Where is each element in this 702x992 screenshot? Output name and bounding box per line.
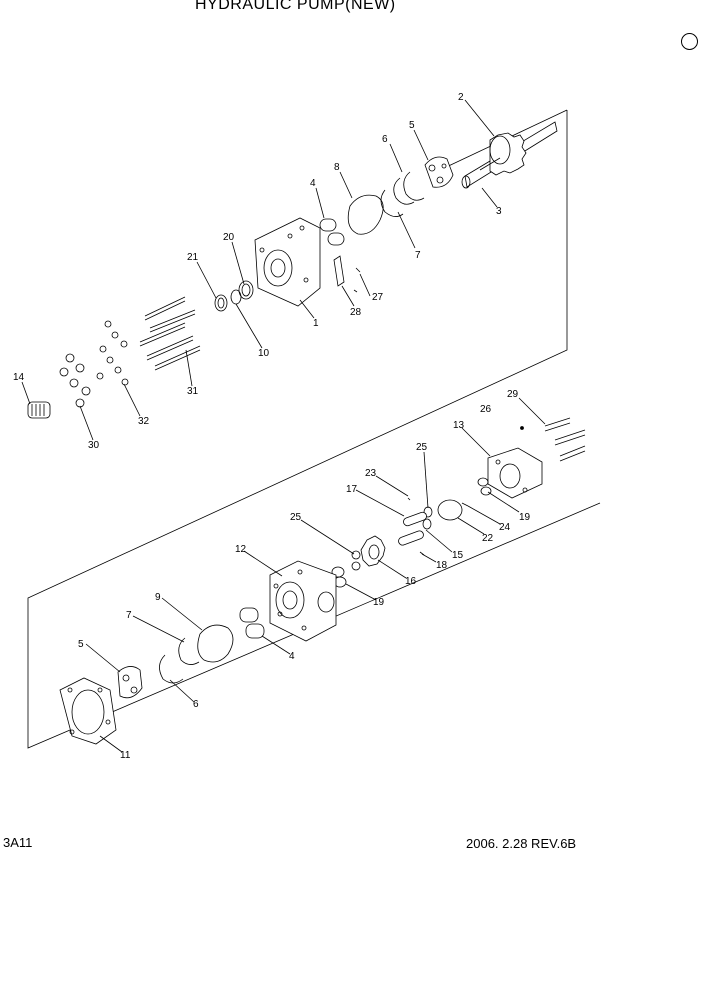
mounting-flange bbox=[59, 677, 117, 745]
driven-shafts bbox=[398, 497, 427, 556]
callout-4: 4 bbox=[310, 178, 316, 189]
seals-upper bbox=[380, 171, 425, 217]
callout-9: 9 bbox=[155, 592, 161, 603]
callout-7b: 7 bbox=[126, 610, 132, 621]
callout-23: 23 bbox=[365, 468, 377, 479]
callout-25b: 25 bbox=[290, 512, 302, 523]
callout-30: 30 bbox=[88, 440, 100, 451]
gasket-upper bbox=[347, 194, 384, 235]
wear-plate-lower bbox=[117, 666, 143, 699]
callout-15: 15 bbox=[452, 550, 464, 561]
callout-11: 11 bbox=[120, 750, 131, 761]
callout-28: 28 bbox=[350, 307, 362, 318]
needle-bearing bbox=[27, 401, 51, 419]
callout-32: 32 bbox=[138, 416, 150, 427]
gear-16 bbox=[360, 535, 386, 567]
callout-17: 17 bbox=[346, 484, 358, 495]
o-rings-25 bbox=[351, 506, 433, 571]
callout-7: 7 bbox=[415, 250, 421, 261]
callout-29: 29 bbox=[507, 389, 519, 400]
callout-14: 14 bbox=[13, 372, 25, 383]
frame-outline bbox=[27, 109, 601, 749]
callout-4b: 4 bbox=[289, 651, 295, 662]
cover-bolts bbox=[520, 417, 586, 462]
callout-13: 13 bbox=[453, 420, 465, 431]
leader-lines bbox=[21, 99, 546, 753]
callout-12: 12 bbox=[235, 544, 247, 555]
small-parts-lower-right bbox=[437, 477, 492, 521]
callout-labels: 2 3 5 6 4 8 7 20 21 1 27 28 10 31 14 32 … bbox=[13, 92, 531, 761]
callout-5: 5 bbox=[409, 120, 415, 131]
callout-1: 1 bbox=[313, 318, 319, 329]
callout-16: 16 bbox=[405, 576, 417, 587]
through-bolts bbox=[139, 296, 201, 371]
pump-body-upper bbox=[254, 217, 321, 307]
callout-19a: 19 bbox=[519, 512, 531, 523]
callout-20: 20 bbox=[223, 232, 235, 243]
callout-8: 8 bbox=[334, 162, 340, 173]
callout-24: 24 bbox=[499, 522, 511, 533]
seal-rings-upper bbox=[214, 280, 254, 312]
callout-3: 3 bbox=[496, 206, 502, 217]
callout-6: 6 bbox=[382, 134, 388, 145]
pump-body-lower bbox=[269, 560, 337, 642]
circle-mark bbox=[681, 33, 698, 50]
callout-21: 21 bbox=[187, 252, 199, 263]
callout-6b: 6 bbox=[193, 699, 199, 710]
wear-plate-upper bbox=[424, 156, 454, 188]
spacer-plate-28 bbox=[333, 255, 361, 293]
nuts-washers bbox=[59, 320, 129, 408]
callout-27: 27 bbox=[372, 292, 384, 303]
bushings-lower-4 bbox=[239, 607, 265, 639]
callout-19b: 19 bbox=[373, 597, 385, 608]
seals-lower bbox=[159, 637, 200, 684]
callout-2: 2 bbox=[458, 92, 464, 103]
callout-26: 26 bbox=[480, 404, 492, 415]
callout-22: 22 bbox=[482, 533, 494, 544]
callout-10: 10 bbox=[258, 348, 270, 359]
page-title: HYDRAULIC PUMP(NEW) bbox=[195, 0, 396, 13]
drive-gear-shaft bbox=[461, 121, 558, 189]
callout-25a: 25 bbox=[416, 442, 428, 453]
callout-31: 31 bbox=[187, 386, 199, 397]
callout-5b: 5 bbox=[78, 639, 84, 650]
callout-18: 18 bbox=[436, 560, 448, 571]
page-code: 3A11 bbox=[3, 835, 33, 850]
end-cover bbox=[487, 447, 543, 499]
revision-date: 2006. 2.28 REV.6B bbox=[466, 836, 577, 851]
gasket-lower bbox=[197, 624, 234, 663]
bushings-upper bbox=[319, 218, 345, 246]
